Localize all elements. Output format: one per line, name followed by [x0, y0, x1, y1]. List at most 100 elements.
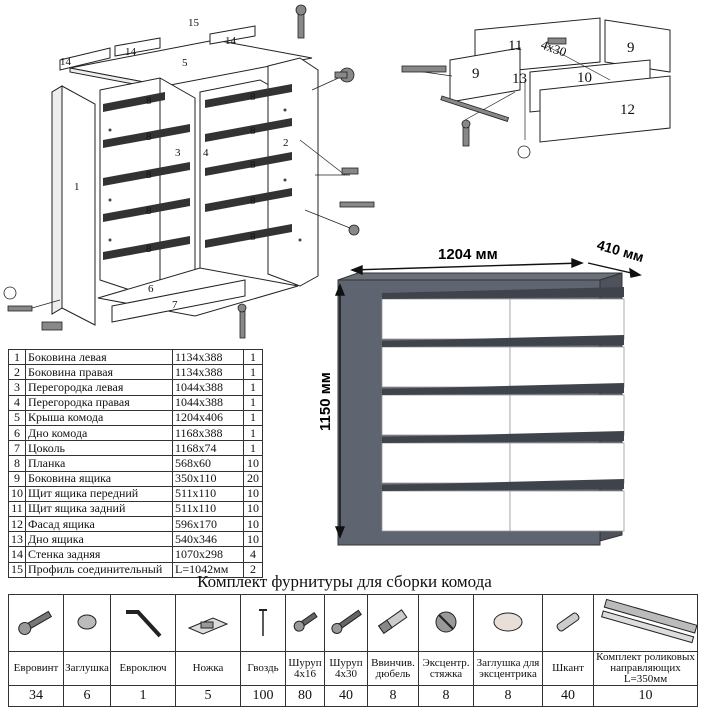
hardware-label: Шуруп 4х30	[324, 651, 368, 686]
callout-7: 7	[172, 299, 178, 311]
hardware-label: Шуруп 4х16	[285, 651, 325, 686]
eurobolt-icon	[8, 594, 64, 652]
parts-cell-dim: 540x346	[172, 531, 244, 548]
plug-icon	[63, 594, 111, 652]
hardware-label: Евроключ	[110, 651, 176, 686]
parts-cell-name: Стенка задняя	[25, 546, 173, 563]
drawer-callout-11: 11	[508, 38, 522, 54]
parts-cell-q: 1	[243, 394, 263, 411]
hardware-count: 8	[418, 685, 474, 707]
parts-cell-n: 9	[8, 470, 26, 487]
callout-8: 8	[250, 91, 256, 103]
callout-8: 8	[250, 231, 256, 243]
callout-6: 6	[148, 283, 154, 295]
parts-cell-name: Боковина ящика	[25, 470, 173, 487]
parts-cell-dim: 511x110	[172, 500, 244, 518]
callout-8: 8	[146, 205, 152, 217]
parts-cell-name: Цоколь	[25, 440, 173, 457]
parts-cell-name: Профиль соединительный	[25, 561, 173, 578]
parts-cell-n: 8	[8, 455, 26, 472]
parts-cell-q: 1	[243, 379, 263, 396]
pin-icon	[542, 594, 594, 652]
parts-cell-q: 10	[243, 485, 263, 502]
height-dimension: 1150 мм	[317, 372, 334, 431]
parts-cell-n: 3	[8, 379, 26, 396]
parts-cell-n: 14	[8, 546, 26, 563]
drawer-callout-13: 13	[512, 71, 527, 87]
parts-cell-n: 5	[8, 409, 26, 426]
parts-cell-n: 15	[8, 561, 26, 578]
drawer-callout-10: 10	[577, 70, 592, 86]
drawer-assembly-diagram: 11 9 9 13 10 12 4x30	[401, 17, 671, 159]
hardware-label: Гвоздь	[240, 651, 286, 686]
hardware-count: 100	[240, 685, 286, 707]
parts-cell-dim: 350x110	[172, 470, 244, 487]
parts-cell-n: 10	[8, 485, 26, 502]
parts-cell-q: 1	[243, 424, 263, 442]
hardware-count: 8	[473, 685, 543, 707]
hardware-label: Ввинчив. дюбель	[367, 651, 419, 686]
parts-cell-name: Планка	[25, 455, 173, 472]
cam-icon	[418, 594, 474, 652]
depth-dimension: 410 мм	[595, 237, 646, 266]
hardware-label: Заглушка	[63, 651, 111, 686]
parts-cell-n: 1	[8, 348, 26, 366]
hardware-label: Заглушка для эксцентрика	[473, 651, 543, 686]
parts-cell-dim: 511x110	[172, 485, 244, 502]
hardware-count: 5	[175, 685, 241, 707]
callout-14b: 14	[125, 46, 137, 58]
callout-14a: 14	[60, 56, 72, 68]
parts-cell-n: 2	[8, 364, 26, 381]
parts-cell-name: Фасад ящика	[25, 516, 173, 533]
width-dimension: 1204 мм	[438, 246, 498, 263]
hardware-count: 34	[8, 685, 64, 707]
eurokey-icon	[110, 594, 176, 652]
parts-cell-name: Щит ящика задний	[25, 500, 173, 518]
parts-cell-name: Крыша комода	[25, 409, 173, 426]
parts-cell-q: 1	[243, 348, 263, 366]
callout-8: 8	[146, 131, 152, 143]
drawer-callout-12: 12	[620, 102, 635, 118]
parts-cell-dim: 596x170	[172, 516, 244, 533]
parts-cell-q: 1	[243, 440, 263, 457]
hardware-label: Евровинт	[8, 651, 64, 686]
parts-cell-dim: 1168x74	[172, 440, 244, 457]
hardware-count: 8	[367, 685, 419, 707]
parts-cell-name: Боковина правая	[25, 364, 173, 381]
parts-cell-name: Перегородка правая	[25, 394, 173, 411]
parts-cell-dim: 1044x388	[172, 394, 244, 411]
callout-1: 1	[74, 181, 80, 193]
screw-short-icon	[285, 594, 325, 652]
hardware-count: 6	[63, 685, 111, 707]
parts-cell-n: 12	[8, 516, 26, 533]
foot-icon	[175, 594, 241, 652]
parts-cell-n: 13	[8, 531, 26, 548]
parts-cell-n: 7	[8, 440, 26, 457]
hardware-count: 40	[324, 685, 368, 707]
parts-cell-n: 11	[8, 500, 26, 518]
parts-cell-dim: 1044x388	[172, 379, 244, 396]
parts-cell-dim: 1204x406	[172, 409, 244, 426]
parts-cell-q: 20	[243, 470, 263, 487]
parts-cell-name: Перегородка левая	[25, 379, 173, 396]
callout-14c: 14	[225, 35, 237, 47]
parts-cell-name: Дно комода	[25, 424, 173, 442]
cap-icon	[473, 594, 543, 652]
callout-8: 8	[250, 159, 256, 171]
callout-8: 8	[146, 243, 152, 255]
rail-icon	[593, 594, 698, 652]
